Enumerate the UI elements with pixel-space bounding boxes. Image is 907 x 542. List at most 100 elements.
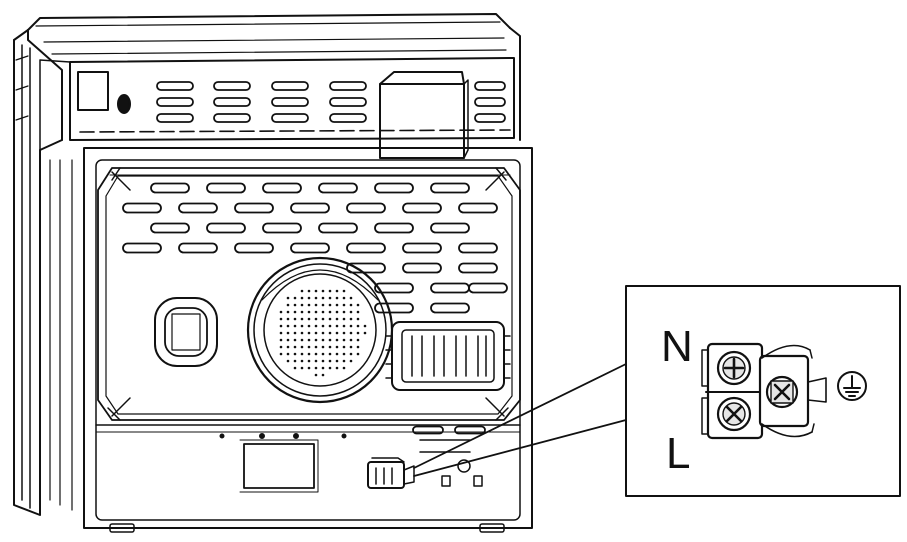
fan-cover: [246, 256, 394, 404]
vent-slot: [474, 113, 506, 123]
perforation-hole: [328, 296, 332, 300]
vent-slot: [474, 97, 506, 107]
vent-slot: [458, 262, 498, 274]
perforation-hole: [349, 345, 353, 349]
vent-slot: [374, 302, 414, 314]
perforation-hole: [293, 345, 297, 349]
perforation-hole: [307, 317, 311, 321]
perforation-hole: [300, 366, 304, 370]
vent-slot: [206, 222, 246, 234]
vent-slot: [271, 81, 309, 91]
vent-slot: [122, 202, 162, 214]
perforation-hole: [314, 366, 318, 370]
perforation-hole: [342, 296, 346, 300]
perforation-hole: [349, 317, 353, 321]
perforation-hole: [300, 310, 304, 314]
perforation-hole: [286, 296, 290, 300]
perforation-hole: [293, 296, 297, 300]
perforation-hole: [335, 296, 339, 300]
perforation-hole: [342, 289, 346, 293]
heater-terminal-block: [385, 321, 511, 391]
top-cover-box: [379, 71, 469, 159]
neutral-screw-icon: [716, 350, 752, 386]
vent-slot: [234, 202, 274, 214]
perforation-hole: [321, 366, 325, 370]
vent-slot: [156, 97, 194, 107]
rear-vent-grille: [122, 182, 508, 435]
perforation-hole: [335, 303, 339, 307]
perforation-hole: [300, 289, 304, 293]
left-grommet: [154, 297, 218, 367]
perforation-hole: [321, 310, 325, 314]
perforation-hole: [342, 366, 346, 370]
vent-slot: [430, 282, 470, 294]
vent-slot: [290, 202, 330, 214]
vent-slot: [213, 113, 251, 123]
perforation-hole: [321, 289, 325, 293]
vent-slot: [122, 242, 162, 254]
perforation-hole: [314, 289, 318, 293]
perforation-hole: [321, 345, 325, 349]
perforation-hole: [300, 338, 304, 342]
terminal-detail-inset: N L: [625, 285, 901, 497]
vent-slot: [150, 222, 190, 234]
perforation-hole: [349, 324, 353, 328]
perforation-hole: [321, 338, 325, 342]
perforation-hole: [342, 345, 346, 349]
perforation-hole: [293, 352, 297, 356]
vent-slot: [234, 242, 274, 254]
perforation-hole: [286, 317, 290, 321]
perforation-hole: [349, 296, 353, 300]
fan-cover-perforation: [279, 289, 367, 377]
perforation-hole: [307, 338, 311, 342]
vent-slot: [290, 242, 330, 254]
perforation-hole: [342, 359, 346, 363]
rear-cover-plate: [97, 167, 521, 421]
perforation-hole: [321, 331, 325, 335]
perforation-hole: [300, 303, 304, 307]
perforation-hole: [314, 324, 318, 328]
perforation-hole: [328, 324, 332, 328]
earth-screw-icon: [765, 375, 799, 409]
perforation-hole: [300, 331, 304, 335]
perforation-hole: [321, 324, 325, 328]
perforation-hole: [314, 317, 318, 321]
perforation-hole: [356, 338, 360, 342]
vent-slot: [262, 182, 302, 194]
perforation-hole: [349, 359, 353, 363]
vent-slot: [412, 425, 444, 435]
perforation-hole: [314, 345, 318, 349]
vent-slot: [329, 113, 367, 123]
perforation-hole: [335, 345, 339, 349]
perforation-hole: [342, 303, 346, 307]
vent-slot: [178, 202, 218, 214]
vent-slot: [271, 113, 309, 123]
callout-leader: [413, 363, 627, 477]
perforation-hole: [300, 345, 304, 349]
perforation-hole: [279, 310, 283, 314]
perforation-hole: [335, 324, 339, 328]
perforation-hole: [307, 331, 311, 335]
vent-slot: [262, 222, 302, 234]
vent-slot: [374, 222, 414, 234]
live-screw-icon: [716, 396, 752, 432]
perforation-hole: [335, 352, 339, 356]
perforation-hole: [314, 359, 318, 363]
perforation-hole: [335, 289, 339, 293]
perforation-hole: [307, 310, 311, 314]
perforation-hole: [335, 359, 339, 363]
oven-back-panel: [83, 147, 533, 529]
perforation-hole: [349, 338, 353, 342]
perforation-hole: [293, 359, 297, 363]
perforation-hole: [321, 317, 325, 321]
perforation-hole: [286, 310, 290, 314]
perforation-hole: [321, 373, 325, 377]
perforation-hole: [307, 289, 311, 293]
vent-slot: [346, 242, 386, 254]
perforation-hole: [328, 366, 332, 370]
perforation-hole: [293, 303, 297, 307]
vent-slot: [346, 202, 386, 214]
vent-slot: [206, 182, 246, 194]
top-vent-grille: [79, 81, 511, 133]
